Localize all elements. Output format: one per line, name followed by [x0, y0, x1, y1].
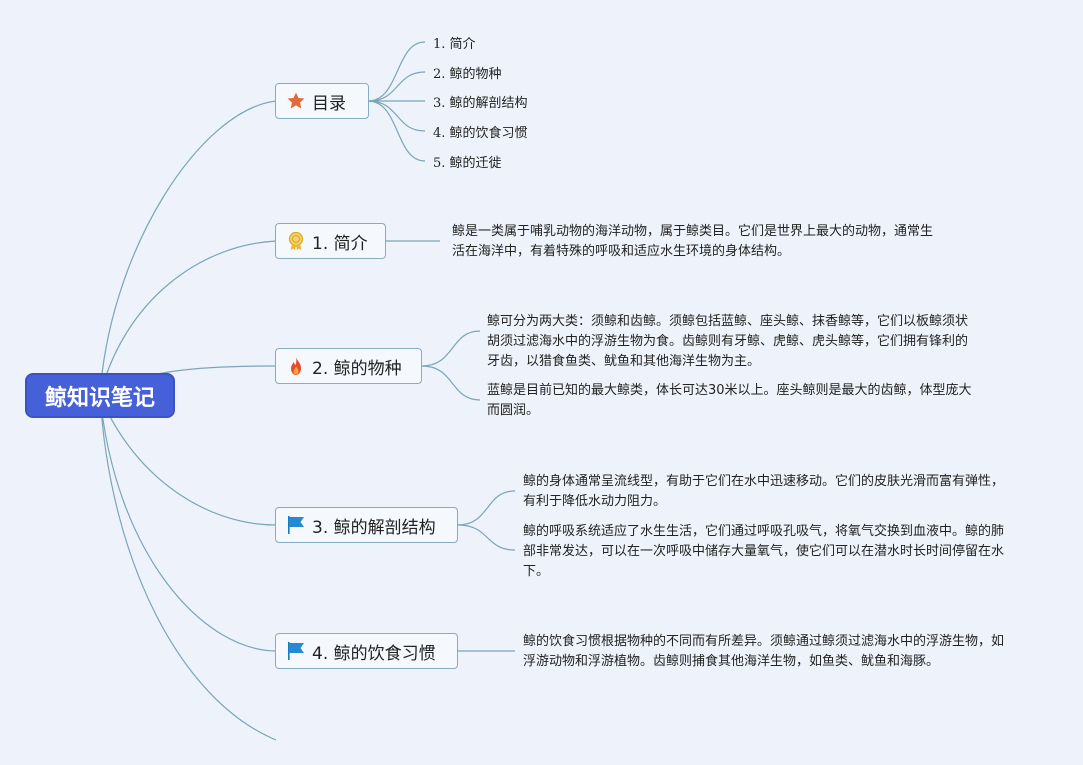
fire-icon — [286, 356, 306, 376]
note-paragraph: 鲸的呼吸系统适应了水生生活，它们通过呼吸孔吸气，将氧气交换到血液中。鲸的肺部非常… — [523, 524, 1005, 579]
toc-item[interactable]: 2. 鲸的物种 — [433, 67, 502, 82]
note-paragraph: 鲸可分为两大类：须鲸和齿鲸。须鲸包括蓝鲸、座头鲸、抹香鲸等，它们以板鲸须状胡须过… — [487, 314, 969, 369]
root-topic[interactable]: 鲸知识笔记 — [25, 373, 175, 418]
note-paragraph: 鲸是一类属于哺乳动物的海洋动物，属于鲸类目。它们是世界上最大的动物，通常生活在海… — [452, 224, 934, 259]
star-icon — [286, 91, 306, 111]
topic-intro[interactable]: 1. 简介 — [275, 223, 386, 259]
topic-label: 4. 鲸的饮食习惯 — [312, 643, 436, 664]
toc-item[interactable]: 1. 简介 — [433, 37, 476, 52]
note-paragraph: 鲸的饮食习惯根据物种的不同而有所差异。须鲸通过鲸须过滤海水中的浮游生物，如浮游动… — [523, 634, 1005, 669]
topic-label: 3. 鲸的解剖结构 — [312, 517, 436, 538]
toc-item[interactable]: 5. 鲸的迁徙 — [433, 156, 502, 171]
root-title: 鲸知识笔记 — [44, 385, 155, 411]
toc-item[interactable]: 4. 鲸的饮食习惯 — [433, 126, 528, 141]
topic-toc[interactable]: 目录 — [275, 83, 369, 119]
topic-label: 目录 — [312, 93, 346, 114]
topic-anatomy[interactable]: 3. 鲸的解剖结构 — [275, 507, 458, 543]
topic-label: 1. 简介 — [312, 233, 368, 254]
award-icon — [286, 231, 306, 251]
note-paragraph: 鲸的身体通常呈流线型，有助于它们在水中迅速移动。它们的皮肤光滑而富有弹性，有利于… — [523, 474, 1005, 509]
note-paragraph: 蓝鲸是目前已知的最大鲸类，体长可达30米以上。座头鲸则是最大的齿鲸，体型庞大而圆… — [487, 383, 972, 418]
topic-diet[interactable]: 4. 鲸的饮食习惯 — [275, 633, 458, 669]
topic-label: 2. 鲸的物种 — [312, 358, 402, 379]
flag-icon — [286, 641, 306, 661]
topic-species[interactable]: 2. 鲸的物种 — [275, 348, 422, 384]
toc-item[interactable]: 3. 鲸的解剖结构 — [433, 96, 528, 111]
flag-icon — [286, 515, 306, 535]
